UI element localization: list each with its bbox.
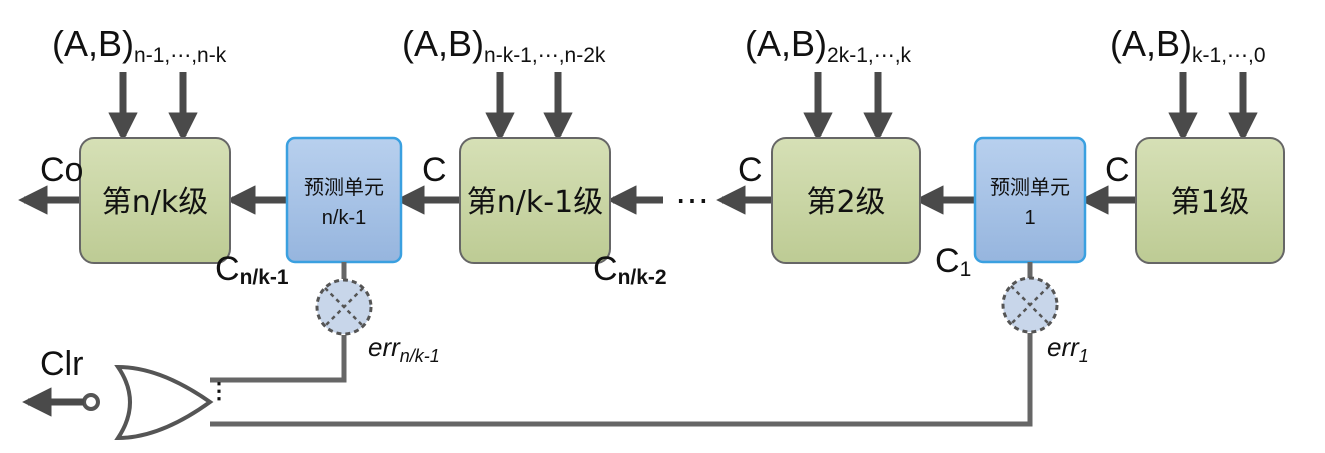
stage-block-2: 第2级 — [771, 137, 921, 264]
carry-in-label-stage-nk1: C — [422, 151, 447, 189]
stage-block-1: 第1级 — [1135, 137, 1285, 264]
ellipsis: ⋯ — [675, 182, 709, 220]
input-arrows — [108, 72, 1258, 142]
carry-label-pred-nk1: Cn/k-1 — [215, 250, 289, 289]
input-label-stage-2: (A,B)2k-1,⋯,k — [745, 23, 912, 67]
stage-label: 第2级 — [806, 185, 885, 220]
stage-block-nk: 第n/k级 — [79, 137, 231, 264]
stage-label: 第n/k-1级 — [467, 185, 603, 220]
carry-label-pred-1: C1 — [935, 242, 971, 281]
nor-gate-icon: ⋮ — [82, 364, 230, 441]
input-labels: (A,B)n-1,⋯,n-k (A,B)n-k-1,⋯,n-2k (A,B)2k… — [52, 23, 1266, 67]
input-label-stage-nk: (A,B)n-1,⋯,n-k — [52, 23, 227, 67]
xor-icon-nk1 — [315, 278, 373, 336]
stage-label: 第n/k级 — [102, 185, 209, 220]
gate-input-ellipsis-icon: ⋮ — [208, 378, 230, 403]
xor-icon-1 — [1001, 276, 1059, 334]
wire-err-1-to-gate — [210, 333, 1033, 427]
carry-out-label: Co — [40, 151, 83, 189]
carry-labels: Co C C C Cn/k-1 Cn/k-2 C1 — [40, 151, 1130, 289]
predictor-index: n/k-1 — [322, 207, 366, 229]
predictor-index: 1 — [1024, 207, 1035, 229]
carry-in-label-stage-1: C — [1105, 151, 1130, 189]
predictor-block-1: 预测单元 1 — [973, 136, 1087, 264]
wire-err-nk1-to-gate — [210, 335, 347, 383]
stage-block-nk1: 第n/k-1级 — [459, 137, 611, 264]
predictor-block-nk1: 预测单元 n/k-1 — [285, 136, 403, 264]
error-wires — [210, 262, 1033, 427]
input-label-stage-1: (A,B)k-1,⋯,0 — [1110, 23, 1266, 67]
predictor-title: 预测单元 — [304, 175, 384, 199]
predictor-title: 预测单元 — [990, 175, 1070, 199]
err-label-nk1: errn/k-1 — [368, 332, 440, 366]
clr-label: Clr — [40, 345, 83, 383]
carry-label-stage-nk1: Cn/k-2 — [593, 250, 667, 289]
carry-in-label-stage-2: C — [738, 151, 763, 189]
stage-label: 第1级 — [1170, 185, 1249, 220]
input-label-stage-nk1: (A,B)n-k-1,⋯,n-2k — [402, 23, 606, 67]
err-label-1: err1 — [1047, 332, 1089, 366]
